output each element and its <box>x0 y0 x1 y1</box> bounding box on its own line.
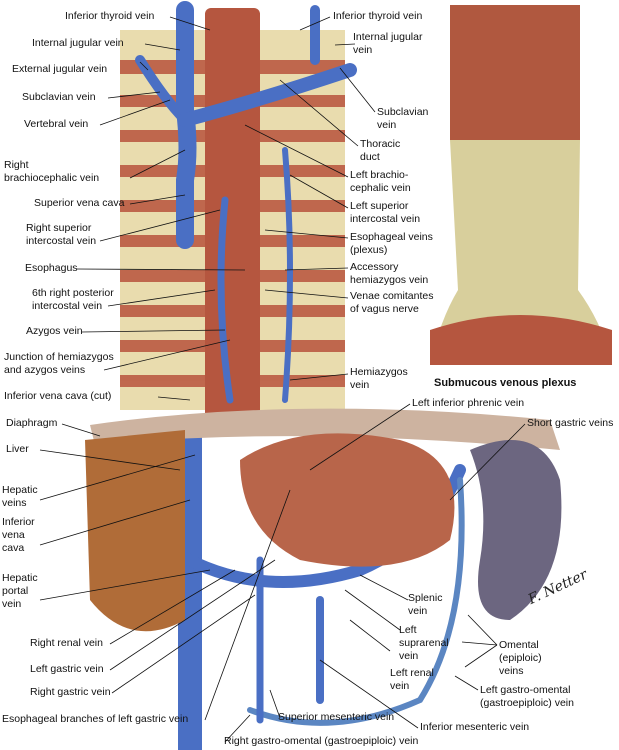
label-superior-mesenteric: Superior mesenteric vein <box>278 711 395 723</box>
label-line: Left brachio- <box>350 169 409 181</box>
label-esophageal-branches: Esophageal branches of left gastric vein <box>2 713 189 725</box>
label-line: Left gastro-omental <box>480 684 571 696</box>
label-line: portal <box>2 585 29 597</box>
label-line: Right <box>4 159 29 171</box>
label-line: of vagus nerve <box>350 303 419 315</box>
label-esophagus: Esophagus <box>25 262 78 274</box>
label-left-inferior-phrenic: Left inferior phrenic vein <box>412 397 525 409</box>
label-line: Splenic <box>408 592 443 604</box>
label-internal-jugular-left: Internal jugular vein <box>32 37 124 49</box>
label-line: Omental <box>499 639 539 651</box>
label-azygos: Azygos vein <box>26 325 83 337</box>
label-inferior-thyroid-right: Inferior thyroid vein <box>333 10 423 22</box>
label-line: vein <box>353 44 373 56</box>
label-left-brachiocephalic: Left brachio-cephalic vein <box>350 169 411 195</box>
label-right-gastro-omental: Right gastro-omental (gastroepiploic) ve… <box>224 735 419 747</box>
label-left-gastric: Left gastric vein <box>30 663 104 675</box>
spleen <box>470 440 562 620</box>
label-line: Right superior <box>26 222 92 234</box>
label-line: cava <box>2 542 25 554</box>
label-line: Thoracic <box>360 138 401 150</box>
label-line: intercostal vein <box>32 300 103 312</box>
label-line: Left superior <box>350 200 409 212</box>
label-inferior-thyroid-left: Inferior thyroid vein <box>65 10 155 22</box>
leader-lines <box>39 16 526 743</box>
label-line: intercostal vein <box>26 235 97 247</box>
label-line: duct <box>360 151 380 163</box>
label-line: and azygos veins <box>4 364 86 376</box>
label-line: veins <box>2 497 27 509</box>
label-line: suprarenal <box>399 637 449 649</box>
label-right-renal: Right renal vein <box>30 637 103 649</box>
label-line: Internal jugular <box>353 31 423 43</box>
label-line: (epiploic) <box>499 652 542 664</box>
liver <box>85 430 185 632</box>
label-line: vein <box>399 650 419 662</box>
label-line: vena <box>2 529 25 541</box>
veins <box>135 1 466 750</box>
label-vertebral: Vertebral vein <box>24 118 89 130</box>
label-omental-veins: Omental(epiploic)veins <box>499 639 542 678</box>
label-line: brachiocephalic vein <box>4 172 100 184</box>
diaphragm <box>90 408 560 450</box>
inset-title: Submucous venous plexus <box>434 377 577 389</box>
label-line: Junction of hemiazygos <box>4 351 114 363</box>
label-line: (gastroepiploic) vein <box>480 697 574 709</box>
label-line: (plexus) <box>350 244 388 256</box>
label-line: Subclavian <box>377 106 429 118</box>
label-right-gastric: Right gastric vein <box>30 686 111 698</box>
label-line: Accessory <box>350 261 399 273</box>
label-inferior-mesenteric: Inferior mesenteric vein <box>420 721 530 733</box>
label-external-jugular: External jugular vein <box>12 63 108 75</box>
esophagus <box>205 8 260 428</box>
label-line: cephalic vein <box>350 182 411 194</box>
label-line: hemiazygos vein <box>350 274 429 286</box>
label-line: 6th right posterior <box>32 287 114 299</box>
label-line: Venae comitantes <box>350 290 434 302</box>
label-line: Esophageal veins <box>350 231 433 243</box>
label-line: veins <box>499 665 524 677</box>
label-liver: Liver <box>6 443 29 455</box>
label-line: vein <box>2 598 22 610</box>
label-subclavian-left: Subclavian vein <box>22 91 96 103</box>
label-line: Left <box>399 624 417 636</box>
label-line: vein <box>377 119 397 131</box>
label-line: Left renal <box>390 667 434 679</box>
label-esophageal-veins: Esophageal veins(plexus) <box>350 231 433 257</box>
label-short-gastric: Short gastric veins <box>527 417 614 429</box>
label-line: Hemiazygos <box>350 366 408 378</box>
label-line: Hepatic <box>2 484 38 496</box>
inset-esophagus <box>430 5 612 365</box>
label-line: intercostal vein <box>350 213 421 225</box>
label-line: vein <box>408 605 428 617</box>
label-ivc-cut: Inferior vena cava (cut) <box>4 390 112 402</box>
label-left-gastro-omental: Left gastro-omental(gastroepiploic) vein <box>480 684 574 710</box>
label-line: Inferior <box>2 516 35 528</box>
label-line: Hepatic <box>2 572 38 584</box>
label-superior-vena-cava: Superior vena cava <box>34 197 125 209</box>
stomach <box>240 433 455 567</box>
label-line: vein <box>390 680 410 692</box>
label-line: vein <box>350 379 370 391</box>
label-diaphragm: Diaphragm <box>6 417 58 429</box>
